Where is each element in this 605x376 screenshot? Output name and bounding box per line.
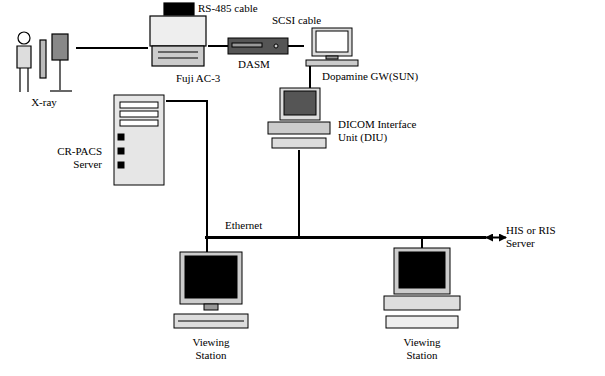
cable-label: RS-485 cable — [198, 2, 258, 15]
monitor-icon — [384, 248, 460, 328]
device-label: X-ray — [16, 96, 72, 109]
printer-icon — [150, 3, 206, 66]
device-label: Viewing Station — [186, 336, 236, 362]
interface-unit: DICOM Interface Unit (DIU) — [268, 88, 330, 150]
xray-icon — [17, 32, 72, 92]
viewing-station: Viewing Station — [172, 252, 250, 332]
server-device: CR-PACS Server — [112, 95, 166, 185]
server-tower-icon — [114, 95, 164, 185]
external-server: HIS or RIS Server — [506, 224, 570, 252]
device-label: CR-PACS Server — [30, 145, 102, 171]
printer-device: Fuji AC-3 — [148, 14, 208, 68]
cable-connector — [298, 150, 300, 236]
viewing-station: Viewing Station — [382, 248, 462, 332]
device-label: HIS or RIS Server — [506, 224, 568, 250]
cable-connector — [166, 101, 207, 236]
cable-connector — [309, 66, 311, 88]
device-label: DASM — [238, 58, 298, 71]
dasm-device: DASM — [228, 38, 288, 54]
workstation-icon — [306, 28, 358, 66]
cable-connector — [206, 239, 208, 252]
cable-connector — [76, 47, 148, 49]
monitor-icon — [174, 252, 248, 328]
gateway-workstation: Dopamine GW(SUN) — [304, 28, 360, 66]
cable-connector — [208, 45, 228, 47]
cable-connector — [486, 237, 506, 239]
xray-device: X-ray — [12, 28, 76, 94]
device-label: Ethernet — [225, 219, 295, 232]
cable-connector — [421, 239, 423, 248]
device-label: Viewing Station — [397, 336, 447, 362]
computer-icon — [268, 88, 330, 148]
device-label: Dopamine GW(SUN) — [322, 70, 442, 83]
ethernet-bus: Ethernet — [205, 236, 486, 239]
cable-connector — [288, 45, 304, 47]
device-label: Fuji AC-3 — [176, 72, 246, 85]
dasm-box-icon — [228, 38, 288, 54]
device-label: DICOM Interface Unit (DIU) — [338, 118, 422, 144]
cable-label: SCSI cable — [272, 14, 321, 27]
